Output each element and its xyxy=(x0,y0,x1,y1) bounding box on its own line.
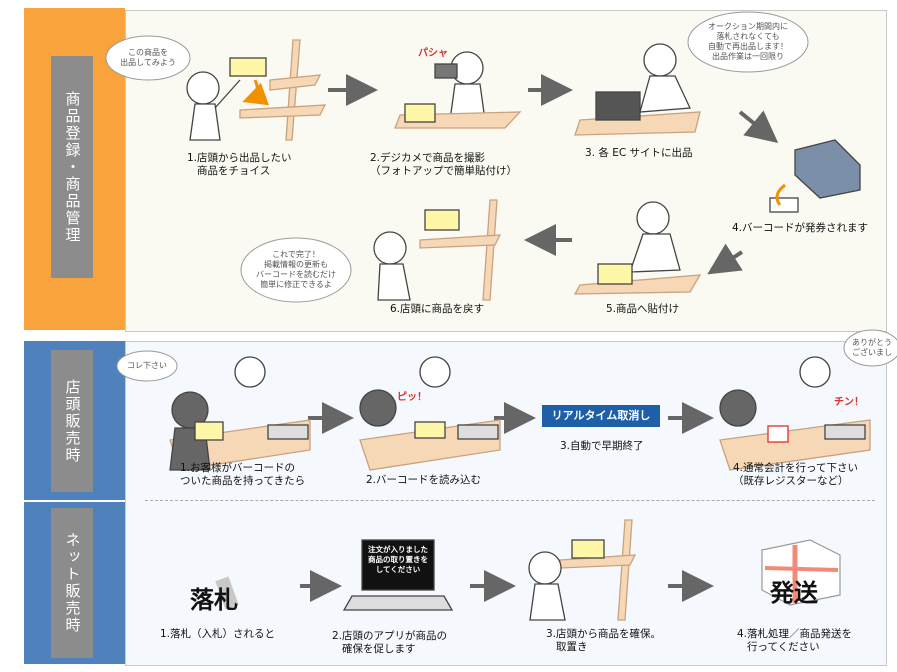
counter-step1-figure xyxy=(169,356,311,471)
counter-step-2: 2.バーコードを読み込む xyxy=(366,474,482,486)
rakusatsu-calligraphy: 落札 xyxy=(190,585,238,614)
net-step-2: 2.店頭のアプリが商品の 確保を促します xyxy=(332,630,448,655)
counter-step2-figure xyxy=(359,356,501,471)
step5-figure xyxy=(573,201,702,295)
sales-panel xyxy=(125,341,887,666)
net-step-4: 4.落札処理／商品発送を 行ってください xyxy=(737,628,853,653)
store-section-label: 商品登録・商品管理 xyxy=(51,56,93,278)
counter-section-label: 店頭販売時 xyxy=(51,350,93,492)
beep-sound: ピッ！ xyxy=(397,392,427,403)
net-laptop xyxy=(342,539,454,611)
step4-figure xyxy=(769,139,861,213)
ding-sound: チン！ xyxy=(834,397,864,408)
store-bubble-3-text: オークション期間内に 落札されなくても 自動で再出品します！ 出品作業は一回限り xyxy=(708,22,788,61)
counter-step4-figure xyxy=(719,356,871,471)
net-parcel xyxy=(761,539,841,606)
step2-figure xyxy=(394,51,522,129)
store-step-6: 6.店頭に商品を戻す xyxy=(390,303,485,315)
realtime-cancel-banner: リアルタイム取消し xyxy=(542,405,660,427)
flow-arrows-store xyxy=(328,74,779,275)
counter-bubble-4-text: ありがとう ございまし xyxy=(852,338,892,357)
step3-figure xyxy=(574,43,701,136)
hassou-calligraphy: 発送 xyxy=(770,578,818,607)
sales-band-divider xyxy=(24,500,125,502)
counter-step-3: 3.自動で早期終了 xyxy=(560,440,644,452)
sales-divider-line xyxy=(145,500,875,501)
store-step-4: 4.バーコードが発券されます xyxy=(732,222,869,234)
store-bubble-6-text: これで完了！ 掲載情報の更新も バーコードを読むだけ 簡単に修正できるよ xyxy=(256,250,336,289)
counter-bubble-4 xyxy=(843,329,897,367)
laptop-screen-message: 注文が入りました 商品の取り置きを してください xyxy=(368,545,428,574)
counter-step-1: 1.お客様がバーコードの ついた商品を持ってきたら xyxy=(180,462,306,487)
step6-figure xyxy=(373,199,502,301)
store-step-2: 2.デジカメで商品を撮影 （フォトアップで簡単貼付け） xyxy=(370,152,517,177)
net-step3-figure xyxy=(528,519,637,621)
store-bubble-1-text: この商品を 出品してみよう xyxy=(120,48,176,67)
net-brush-tag xyxy=(215,576,239,610)
counter-bubble-1 xyxy=(116,350,178,382)
net-step-3: 3.店頭から商品を確保。 取置き xyxy=(546,628,662,653)
store-step-5: 5.商品へ貼付け xyxy=(606,303,680,315)
bubble-6 xyxy=(240,237,352,303)
bubble-3 xyxy=(687,11,809,73)
counter-step-4: 4.通常会計を行って下さい （既存レジスターなど） xyxy=(733,462,858,487)
store-step-1: 1.店頭から出品したい 商品をチョイス xyxy=(187,152,292,177)
store-step-3: 3. 各 EC サイトに出品 xyxy=(585,147,693,159)
camera-sound: パシャ xyxy=(418,48,448,59)
bubble-1 xyxy=(105,35,191,81)
net-section-label: ネット販売時 xyxy=(51,508,93,658)
counter-bubble-1-text: コレ下さい xyxy=(127,361,167,370)
net-step-1: 1.落札（入札）されると xyxy=(160,628,276,640)
step1-figure xyxy=(186,39,327,141)
